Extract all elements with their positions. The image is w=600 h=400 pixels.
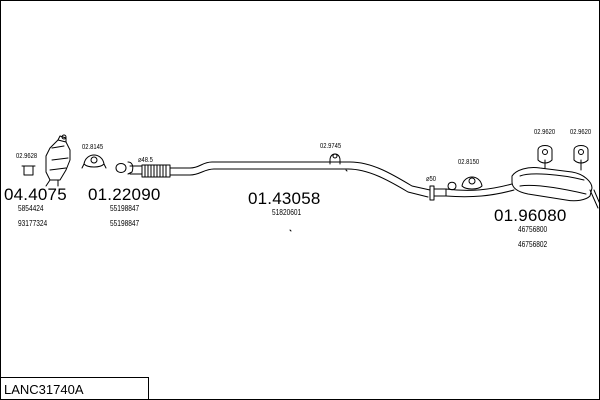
mount-label: 02.8150 [458, 157, 480, 166]
catalytic-converter-icon [45, 134, 71, 187]
part-number-center-pipe: 01.43058 [248, 189, 321, 208]
set-code: LANC31740A [4, 382, 84, 397]
rear-pipe-icon [445, 183, 515, 198]
mount-label: 02.9628 [16, 151, 38, 160]
center-pipe-icon [169, 161, 447, 201]
ref-number: 55198847 [110, 204, 140, 213]
diameter-label: ⌀50 [426, 174, 437, 183]
ref-number: 55198847 [110, 219, 140, 228]
hanger-rubber-icon [573, 145, 589, 171]
rear-silencer-icon [511, 167, 600, 209]
part-number-front-pipe: 01.22090 [88, 185, 161, 204]
rear-clamp-icon [447, 181, 457, 191]
part-number-catalyst: 04.4075 [4, 185, 67, 204]
ref-number: 46756800 [518, 225, 548, 234]
ref-number: 5854424 [18, 204, 44, 213]
hanger-rubber-icon [537, 145, 553, 169]
mount-label: 02.8145 [82, 142, 104, 151]
set-code-box: LANC31740A [0, 377, 149, 399]
hanger-rubber-icon [329, 153, 341, 165]
mount-label: 02.9620 [570, 127, 592, 136]
rubber-mount-icon [461, 176, 483, 190]
ref-number: 93177324 [18, 219, 48, 228]
mount-clamp-icon [21, 165, 36, 176]
flex-pipe-icon [141, 164, 171, 178]
rubber-mount-icon [81, 154, 107, 169]
mount-label: 02.9745 [320, 141, 342, 150]
mount-label: 02.9620 [534, 127, 556, 136]
ref-number: 46756802 [518, 240, 548, 249]
diameter-label: ⌀48.5 [138, 155, 153, 164]
ref-number: 51820601 [272, 208, 302, 217]
part-number-rear-silencer: 01.96080 [494, 206, 567, 225]
